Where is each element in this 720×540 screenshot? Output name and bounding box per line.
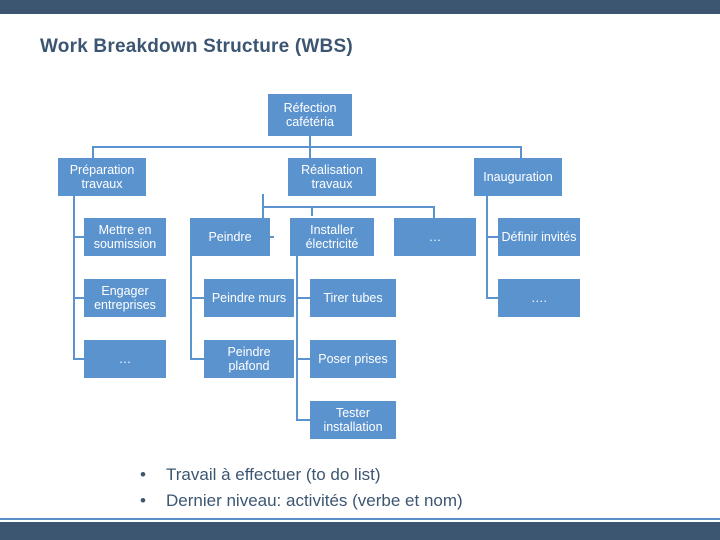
list-item: • Travail à effectuer (to do list) — [140, 462, 463, 488]
connector-paint-branch-2 — [190, 358, 204, 360]
connector-real-bus — [262, 206, 434, 208]
wbs-node-definir-invites[interactable]: Définir invités — [498, 218, 580, 256]
wbs-node-inauguration-more[interactable]: …. — [498, 279, 580, 317]
wbs-node-root[interactable]: Réfection cafétéria — [268, 94, 352, 136]
connector-inaug-branch-1 — [486, 236, 500, 238]
connector-level1-drop-prep — [92, 146, 94, 160]
connector-paint-spine — [190, 254, 192, 360]
bullet-text: Dernier niveau: activités (verbe et nom) — [166, 491, 463, 510]
connector-prep-branch-2 — [73, 297, 85, 299]
bullet-marker: • — [140, 491, 146, 510]
connector-prep-spine — [73, 194, 75, 360]
list-item: • Dernier niveau: activités (verbe et no… — [140, 488, 463, 514]
bullet-list: • Travail à effectuer (to do list) • Der… — [140, 462, 463, 514]
wbs-node-realisation[interactable]: Réalisation travaux — [288, 158, 376, 196]
wbs-node-installer-electricite[interactable]: Installer électricité — [290, 218, 374, 256]
top-band — [0, 0, 720, 14]
connector-root-stem — [309, 136, 311, 148]
connector-inaug-branch-2 — [486, 297, 500, 299]
connector-elec-branch-1 — [296, 297, 310, 299]
wbs-node-prep-child-2[interactable]: Engager entreprises — [84, 279, 166, 317]
bullet-text: Travail à effectuer (to do list) — [166, 465, 381, 484]
bottom-rule — [0, 518, 720, 520]
wbs-node-peindre-plafond[interactable]: Peindre plafond — [204, 340, 294, 378]
connector-prep-branch-1 — [73, 236, 85, 238]
wbs-node-inauguration[interactable]: Inauguration — [474, 158, 562, 196]
wbs-node-peindre[interactable]: Peindre — [190, 218, 270, 256]
bullet-marker: • — [140, 465, 146, 484]
connector-level1-drop-real — [309, 146, 311, 160]
connector-paint-branch-1 — [190, 297, 204, 299]
wbs-node-peindre-murs[interactable]: Peindre murs — [204, 279, 294, 317]
wbs-node-tester-installation[interactable]: Tester installation — [310, 401, 396, 439]
connector-prep-branch-3 — [73, 358, 85, 360]
wbs-node-prep-child-1[interactable]: Mettre en soumission — [84, 218, 166, 256]
connector-level1-bus — [92, 146, 522, 148]
connector-elec-branch-2 — [296, 358, 310, 360]
wbs-node-realisation-more[interactable]: … — [394, 218, 476, 256]
page-title: Work Breakdown Structure (WBS) — [40, 36, 353, 57]
wbs-node-preparation[interactable]: Préparation travaux — [58, 158, 146, 196]
connector-elec-spine — [296, 254, 298, 420]
connector-level1-drop-inaug — [520, 146, 522, 160]
wbs-node-poser-prises[interactable]: Poser prises — [310, 340, 396, 378]
bottom-band — [0, 522, 720, 540]
connector-elec-branch-3 — [296, 419, 310, 421]
connector-real-drop-elec — [311, 206, 313, 216]
wbs-node-tirer-tubes[interactable]: Tirer tubes — [310, 279, 396, 317]
wbs-node-prep-child-3[interactable]: … — [84, 340, 166, 378]
connector-inaug-spine — [486, 194, 488, 298]
